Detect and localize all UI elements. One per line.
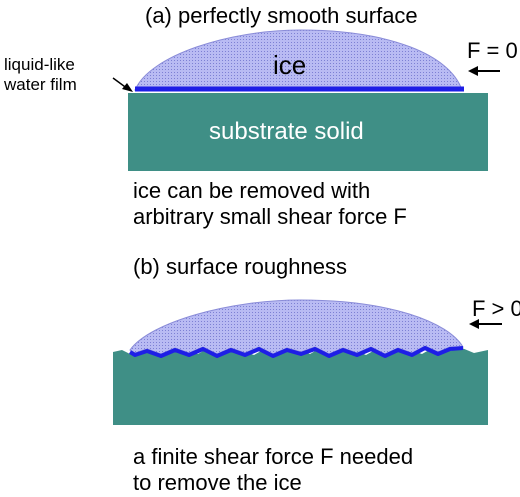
- substrate-label-a: substrate solid: [209, 118, 364, 145]
- ice-dome-b: [129, 299, 464, 355]
- film-label-line2: water film: [4, 75, 77, 94]
- film-pointer-arrowhead: [122, 83, 133, 92]
- panel-b: [113, 299, 502, 425]
- force-label-b: F > 0: [472, 296, 520, 321]
- note-b-line1: a finite shear force F needed: [133, 444, 414, 469]
- force-label-a: F = 0: [467, 38, 518, 63]
- force-arrowhead-b: [469, 319, 479, 329]
- force-arrowhead-a: [468, 66, 478, 76]
- water-film-b: [128, 346, 464, 358]
- ice-label-a: ice: [273, 50, 307, 80]
- substrate-block-a: [128, 93, 488, 171]
- caption-a: (a) perfectly smooth surface: [145, 3, 418, 28]
- ice-dome-a: [134, 29, 463, 91]
- note-a-line1: ice can be removed with: [133, 178, 371, 203]
- note-b-line2: to remove the ice: [133, 470, 302, 495]
- substrate-block-b: [113, 346, 488, 425]
- note-a-line2: arbitrary small shear force F: [133, 204, 407, 229]
- film-label-line1: liquid-like: [4, 55, 75, 74]
- caption-b: (b) surface roughness: [133, 254, 347, 279]
- panel-a: [112, 29, 500, 171]
